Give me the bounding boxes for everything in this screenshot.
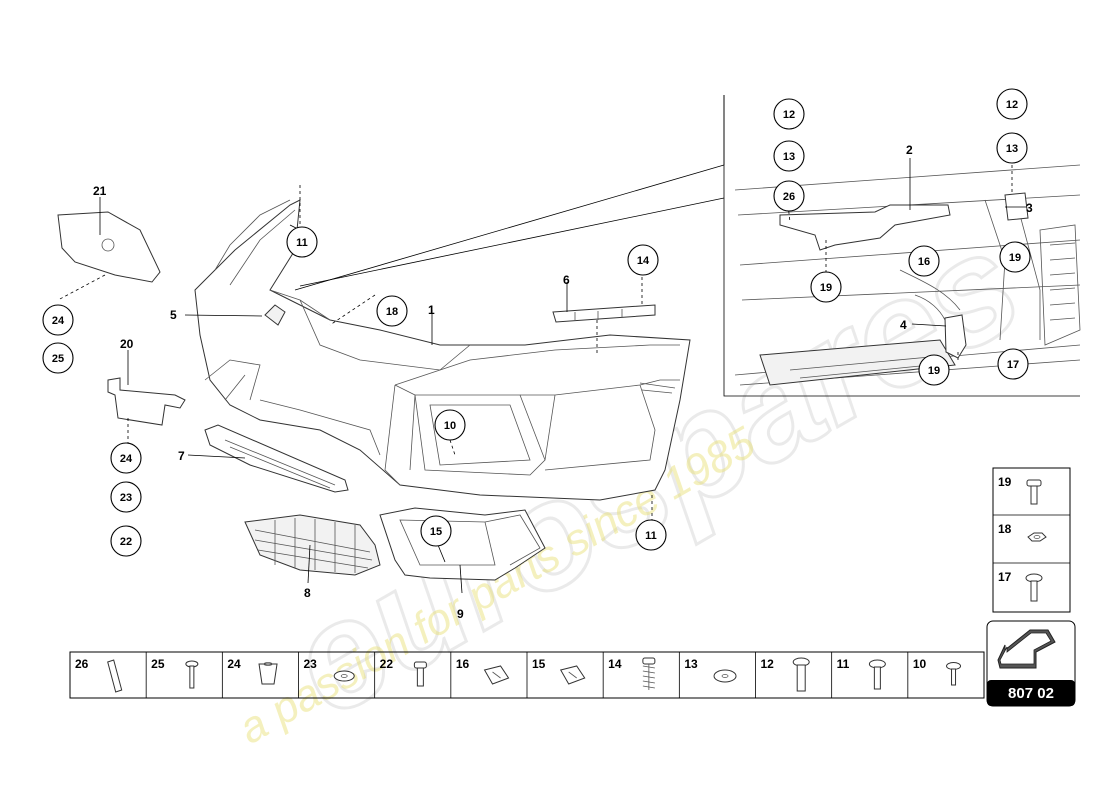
part-10-icon	[946, 662, 962, 686]
label-5: 5	[170, 308, 177, 322]
svg-text:26: 26	[783, 191, 795, 203]
svg-text:24: 24	[120, 453, 133, 465]
callout-26: 26	[773, 180, 805, 212]
bottom-legend-14: 14	[608, 657, 622, 671]
part-15-icon	[559, 665, 586, 685]
label-20: 20	[120, 337, 134, 351]
callout-24-bottom: 24	[110, 442, 142, 474]
nut-18-icon	[1027, 532, 1047, 542]
callout-24-top: 24	[42, 304, 74, 336]
bottom-legend-22: 22	[380, 657, 394, 671]
bottom-legend: 26 25 24 23 22 16 15 14 13 12 11 10	[69, 651, 985, 699]
bottom-legend-16: 16	[456, 657, 470, 671]
label-9: 9	[457, 607, 464, 621]
bottom-legend-24: 24	[227, 657, 241, 671]
label-4: 4	[900, 318, 907, 332]
svg-text:12: 12	[783, 109, 795, 121]
callout-17: 17	[997, 348, 1029, 380]
callout-19-right: 19	[999, 241, 1031, 273]
bottom-legend-10: 10	[913, 657, 927, 671]
callout-11-top: 11	[286, 226, 318, 258]
svg-text:24: 24	[52, 315, 65, 327]
front-bumper-assembly	[57, 158, 1027, 594]
callout-22: 22	[110, 525, 142, 557]
svg-text:10: 10	[444, 420, 456, 432]
callout-16: 16	[908, 245, 940, 277]
callout-10: 10	[434, 409, 466, 441]
part-16-icon	[483, 665, 510, 685]
svg-text:19: 19	[928, 365, 940, 377]
label-2: 2	[906, 143, 913, 157]
svg-text:25: 25	[52, 353, 64, 365]
callout-11-bottom: 11	[635, 519, 667, 551]
svg-text:22: 22	[120, 536, 132, 548]
reference-box: 807 02	[986, 620, 1076, 707]
label-1: 1	[428, 303, 435, 317]
bolt-19-icon	[1026, 479, 1042, 505]
callout-23: 23	[110, 481, 142, 513]
svg-text:19: 19	[1009, 252, 1021, 264]
part-25-icon	[185, 660, 199, 689]
callout-12-right: 12	[996, 88, 1028, 120]
svg-text:13: 13	[783, 151, 795, 163]
side-legend-19: 19	[998, 475, 1012, 489]
part-23-icon	[333, 670, 355, 682]
part-22-icon	[413, 661, 427, 687]
svg-text:23: 23	[120, 492, 132, 504]
side-legend-18: 18	[998, 522, 1012, 536]
svg-text:11: 11	[296, 237, 308, 249]
svg-text:11: 11	[645, 530, 657, 542]
callout-19-mid: 19	[918, 354, 950, 386]
label-7: 7	[178, 449, 185, 463]
label-21: 21	[93, 184, 107, 198]
svg-text:16: 16	[918, 256, 930, 268]
bottom-legend-12: 12	[761, 657, 775, 671]
callout-12-left: 12	[773, 98, 805, 130]
bottom-legend-23: 23	[304, 657, 318, 671]
part-24-icon	[258, 662, 278, 685]
callout-13-right: 13	[996, 132, 1028, 164]
bottom-legend-25: 25	[151, 657, 165, 671]
reference-number: 807 02	[1008, 685, 1054, 702]
callout-13-left: 13	[773, 140, 805, 172]
callout-14: 14	[627, 244, 659, 276]
svg-text:14: 14	[637, 255, 650, 267]
svg-text:12: 12	[1006, 99, 1018, 111]
svg-text:19: 19	[820, 282, 832, 294]
part-12-icon	[792, 657, 810, 692]
svg-text:15: 15	[430, 526, 442, 538]
bottom-legend-15: 15	[532, 657, 546, 671]
label-3: 3	[1026, 201, 1033, 215]
part-13-icon	[713, 669, 737, 683]
label-8: 8	[304, 586, 311, 600]
arrow-icon	[997, 629, 1056, 669]
part-26-icon	[107, 659, 123, 693]
part-14-icon	[642, 657, 656, 690]
callouts: 11 18 14 10 15 11 24 25 24 23 22 12 13 2…	[42, 88, 1031, 557]
label-6: 6	[563, 273, 570, 287]
part-11-icon	[868, 659, 886, 690]
detail-inset	[294, 95, 1081, 397]
bottom-legend-26: 26	[75, 657, 89, 671]
part-labels: 1 2 3 4 5 6 7 8 9 20 21	[93, 143, 1033, 621]
side-legend-17: 17	[998, 570, 1012, 584]
callout-19-left: 19	[810, 271, 842, 303]
svg-text:18: 18	[386, 306, 398, 318]
svg-text:17: 17	[1007, 359, 1019, 371]
bottom-legend-11: 11	[837, 657, 850, 671]
svg-text:13: 13	[1006, 143, 1018, 155]
side-legend: 19 18 17	[992, 467, 1071, 613]
callout-18: 18	[376, 295, 408, 327]
callout-25: 25	[42, 342, 74, 374]
callout-15: 15	[420, 515, 452, 547]
bottom-legend-13: 13	[684, 657, 698, 671]
bolt-17-icon	[1025, 573, 1043, 602]
